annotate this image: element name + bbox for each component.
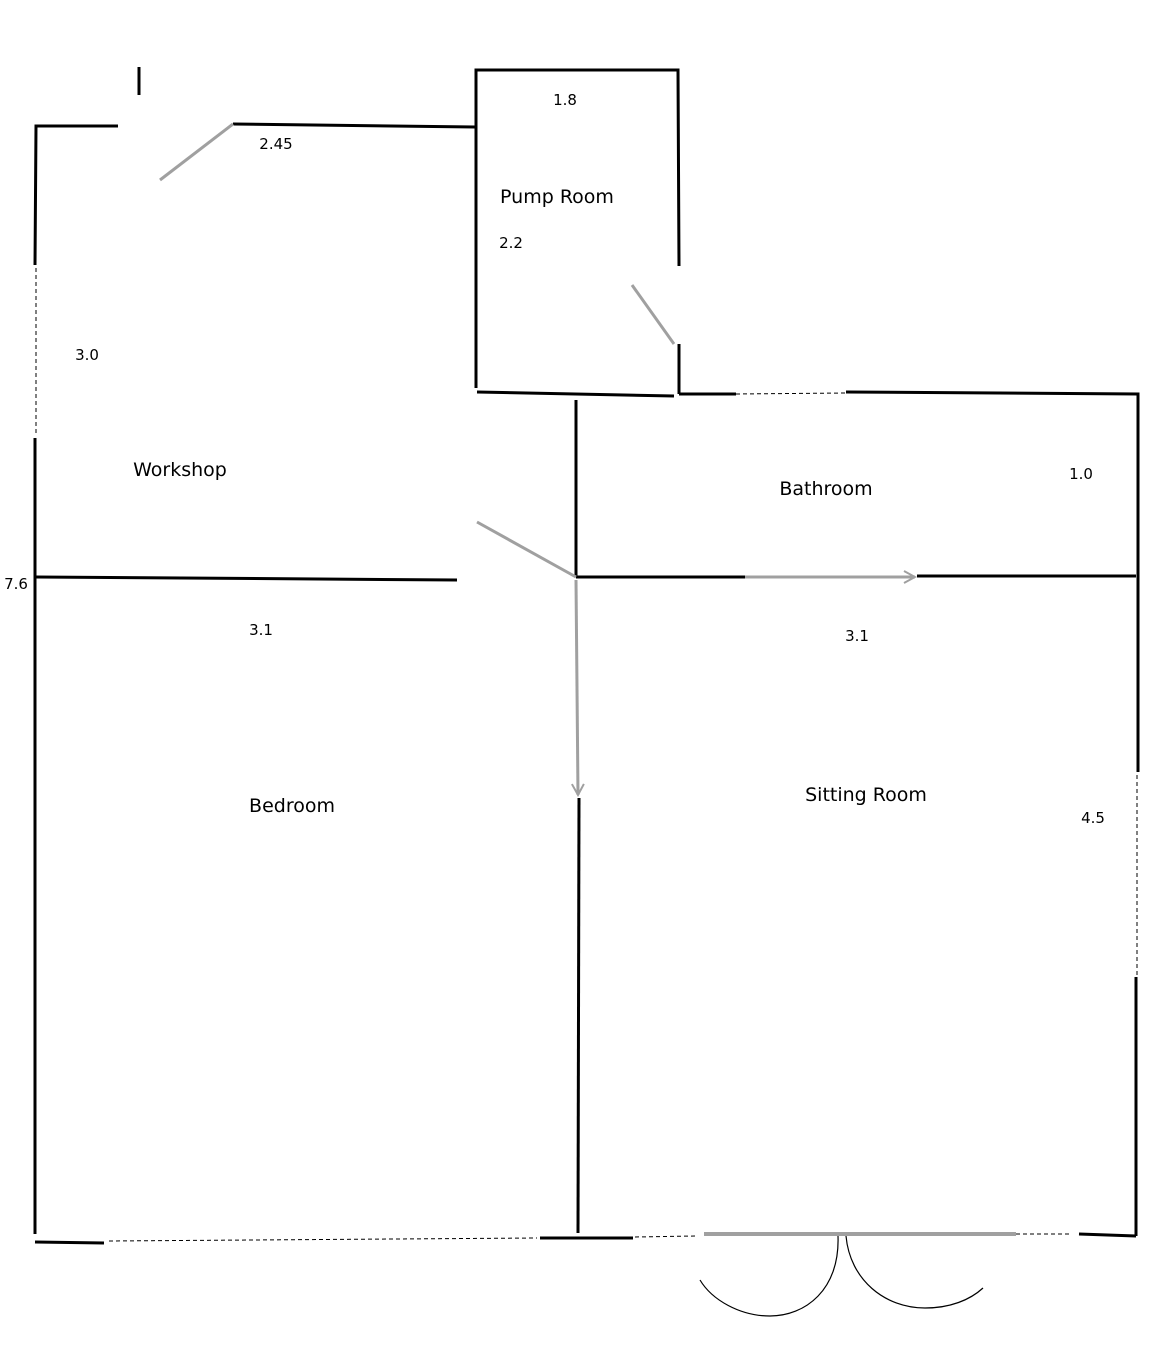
window-bedroom-south [108,1237,538,1242]
walls [33,67,1140,1245]
wall-bedroom-sitting [576,797,581,1234]
bedroom-label: Bedroom [249,795,335,817]
wall-south-a [34,1240,105,1245]
wall-bathroom-north-b [845,390,1140,772]
pump-width-label: 1.8 [553,91,577,109]
workshop-label: Workshop [133,459,227,481]
door-swings [699,1235,984,1317]
door-workshop-entry [159,122,234,182]
wall-pump-room [474,68,681,388]
sitting-width-label: 3.1 [845,627,869,645]
bathroom-depth-label: 1.0 [1069,465,1093,483]
sitting-room-label: Sitting Room [805,784,927,806]
sitting-depth-label: 4.5 [1081,809,1105,827]
overall-depth-label: 7.6 [4,575,28,593]
windows [35,268,1138,1242]
pump-depth-label: 2.2 [499,234,523,252]
door-workshop [476,520,577,579]
bedroom-width-label: 3.1 [249,621,273,639]
window-bathroom [735,392,847,395]
window-sitting-south-a [634,1235,696,1238]
wall-south-c [1078,1232,1137,1238]
bathroom-label: Bathroom [779,478,873,500]
wall-workshop-bedroom [35,575,458,582]
wall-workshop-corner [33,124,118,266]
workshop-depth-label: 3.0 [75,346,99,364]
wall-workshop-north [232,122,476,129]
doors [159,122,1016,1236]
door-swing-left [699,1235,839,1317]
pump-room-label: Pump Room [500,186,614,208]
workshop-width-label: 2.45 [259,135,293,153]
door-swing-right [845,1235,984,1309]
door-pump-room [630,284,676,345]
wall-pump-south [476,390,675,398]
door-bedroom-arrow [576,579,578,795]
